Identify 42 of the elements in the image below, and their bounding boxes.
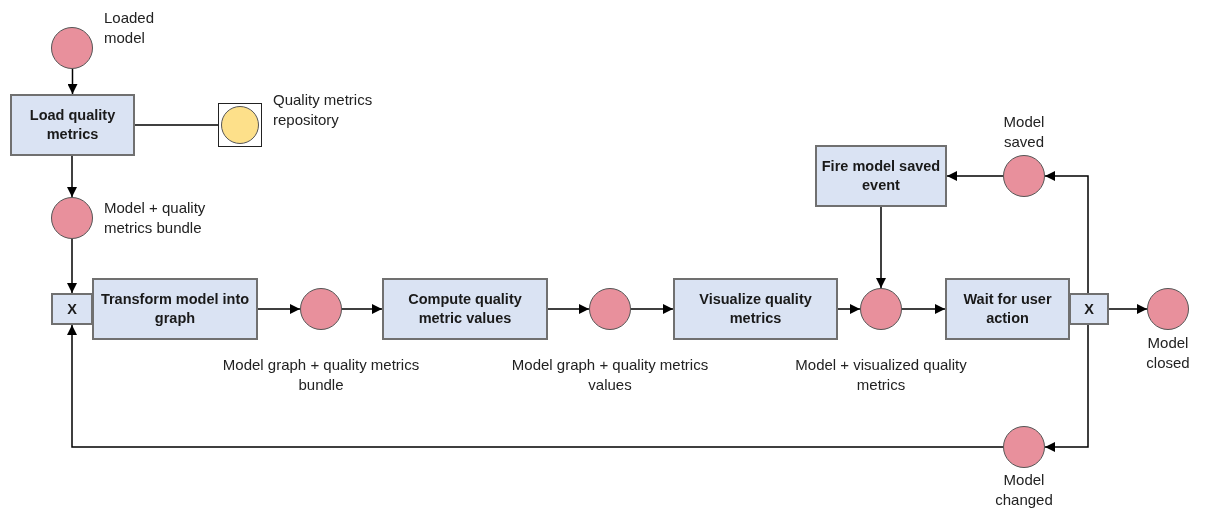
arrow [67, 324, 1004, 448]
event-label: Model changed [994, 470, 1054, 509]
event-label: Quality metrics repository [273, 90, 373, 129]
arrow [341, 304, 383, 314]
arrow [1044, 324, 1089, 452]
event-label: Model graph + quality metrics values [510, 355, 710, 394]
gateway-box: X [51, 293, 93, 325]
process-box: Compute quality metric values [382, 278, 548, 340]
event-label: Model saved [1002, 112, 1046, 151]
arrow [67, 238, 77, 294]
arrow [901, 304, 946, 314]
event-circle [589, 288, 631, 330]
event-circle [300, 288, 342, 330]
process-box: Transform model into graph [92, 278, 258, 340]
arrow [257, 304, 301, 314]
event-label: Model graph + quality metrics bundle [221, 355, 421, 394]
process-box: Wait for user action [945, 278, 1070, 340]
process-box: Visualize quality metrics [673, 278, 838, 340]
arrow [1044, 171, 1089, 294]
arrow [67, 68, 78, 95]
arrow [1108, 304, 1148, 314]
arrow [837, 304, 861, 314]
event-label: Model + quality metrics bundle [104, 198, 207, 237]
arrow [876, 206, 886, 289]
connector-line [134, 124, 219, 126]
arrow [67, 155, 77, 198]
event-label: Model closed [1145, 333, 1191, 372]
event-circle [1003, 155, 1045, 197]
process-box: Load quality metrics [10, 94, 135, 156]
arrow [630, 304, 674, 314]
arrow [547, 304, 590, 314]
event-circle [1003, 426, 1045, 468]
gateway-box: X [1069, 293, 1109, 325]
event-circle [51, 27, 93, 69]
event-label: Loaded model [104, 8, 156, 47]
event-label: Model + visualized quality metrics [794, 355, 968, 394]
event-circle [860, 288, 902, 330]
event-circle [51, 197, 93, 239]
process-box: Fire model saved event [815, 145, 947, 207]
repository-symbol [218, 103, 262, 147]
arrow [946, 171, 1004, 181]
event-circle [1147, 288, 1189, 330]
